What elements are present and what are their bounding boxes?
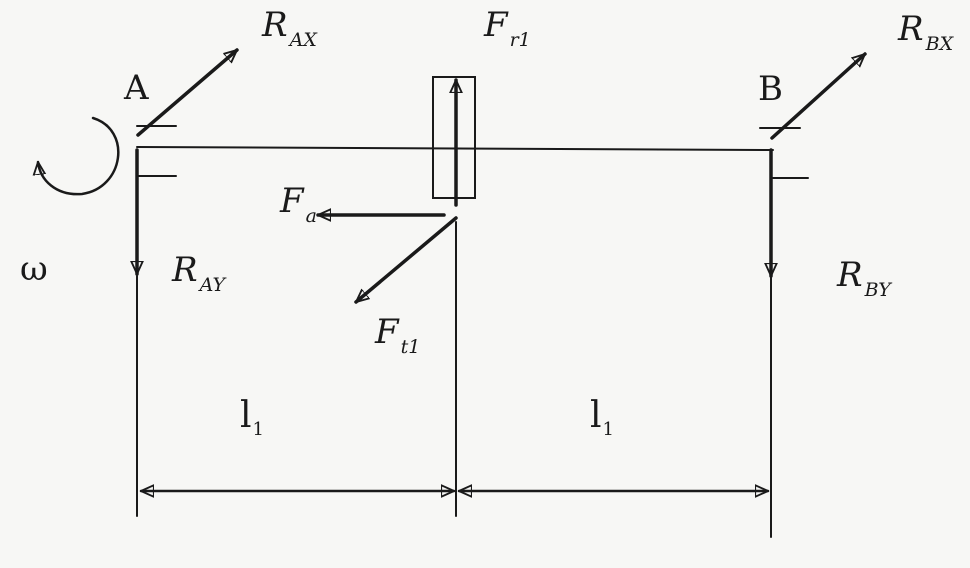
point-b-label: B <box>758 69 783 109</box>
r-bx-main: R <box>898 9 924 49</box>
dimension-right-main: l <box>590 395 602 436</box>
f-r1-sub: r1 <box>509 29 531 51</box>
dimension-label-left: l1 <box>240 395 264 439</box>
f-t1-arrow <box>354 216 458 304</box>
dimension-left-sub: 1 <box>252 419 264 440</box>
dimension-right-sub: 1 <box>602 419 614 440</box>
f-a-sub: a <box>305 205 317 227</box>
r-bx-sub: BX <box>925 33 954 55</box>
r-ax-arrow <box>136 48 239 137</box>
gear-rectangle <box>432 76 476 199</box>
f-t1-main: F <box>375 312 399 352</box>
f-r1-main: F <box>484 5 508 45</box>
f-t1-sub: t1 <box>400 336 421 358</box>
omega-label: ω <box>20 249 48 289</box>
r-bx-arrow <box>770 52 867 140</box>
r-by-sub: BY <box>864 279 891 301</box>
point-a-label: A <box>124 68 149 108</box>
r-ax-sub: AX <box>289 29 317 51</box>
r-ay-main: R <box>172 250 198 290</box>
dimension-left-main: l <box>240 395 252 436</box>
rotation-arrow <box>38 116 120 196</box>
r-by-main: R <box>837 255 863 295</box>
f-a-main: F <box>280 181 304 221</box>
r-ay-sub: AY <box>199 274 226 296</box>
dimension-label-right: l1 <box>590 395 614 439</box>
r-ax-main: R <box>262 5 288 45</box>
